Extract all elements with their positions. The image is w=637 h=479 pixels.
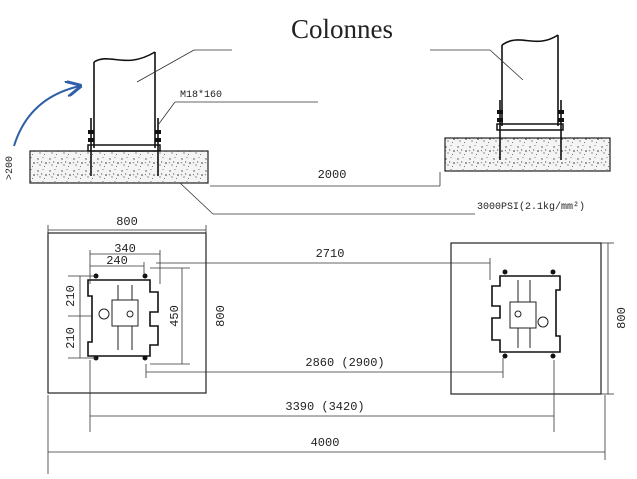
dim-210-lower-label: 210 bbox=[64, 327, 78, 349]
right-column bbox=[496, 34, 564, 160]
dim-450-label: 450 bbox=[168, 305, 182, 327]
left-concrete-slab bbox=[29, 150, 209, 184]
dim-340-label: 340 bbox=[114, 242, 136, 256]
left-foundation-pad bbox=[47, 232, 207, 394]
bolt-spec-label: M18*160 bbox=[180, 89, 222, 101]
dim-800-right-label: 800 bbox=[615, 307, 629, 329]
slab-thickness-label: >200 bbox=[5, 156, 16, 180]
dim-2000-label: 2000 bbox=[318, 168, 347, 182]
page-title: Colonnes bbox=[291, 14, 393, 44]
concrete-spec-label: 3000PSI(2.1kg/mm²) bbox=[477, 201, 585, 213]
annotation-arrow-icon bbox=[13, 86, 80, 147]
dim-2710-label: 2710 bbox=[316, 247, 345, 261]
left-baseplate bbox=[87, 273, 159, 361]
right-foundation-pad bbox=[450, 242, 602, 395]
dim-210-upper-label: 210 bbox=[64, 285, 78, 307]
dim-800-left-label: 800 bbox=[214, 305, 228, 327]
dim-4000-label: 4000 bbox=[311, 436, 340, 450]
dim-2860-label: 2860 (2900) bbox=[305, 356, 384, 370]
dim-240-label: 240 bbox=[106, 254, 128, 268]
right-concrete-slab bbox=[444, 137, 611, 172]
left-column bbox=[87, 51, 161, 176]
right-baseplate bbox=[491, 269, 561, 359]
pad-width-label: 800 bbox=[116, 215, 138, 229]
dim-3390-label: 3390 (3420) bbox=[285, 400, 364, 414]
